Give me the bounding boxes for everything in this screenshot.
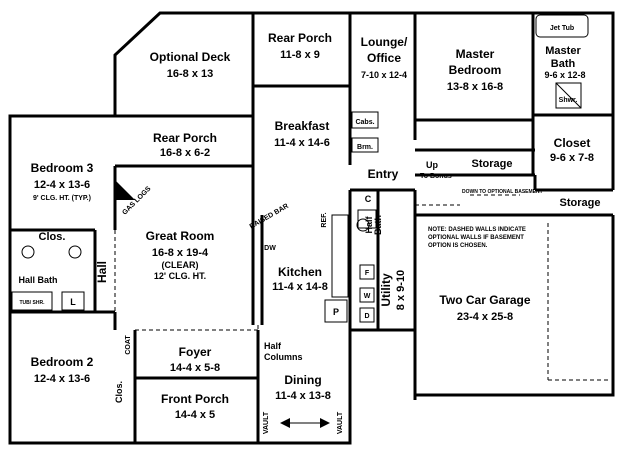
down-to-basement-label: DOWN TO OPTIONAL BASEMENT xyxy=(462,189,543,195)
master-bedroom-name-2: Bedroom xyxy=(449,63,502,77)
hall-bath-label: Hall Bath xyxy=(18,275,57,285)
clos-bed3-label: Clos. xyxy=(39,231,66,243)
dining-name: Dining xyxy=(284,373,321,387)
bedroom2-dims: 12-4 x 13-6 xyxy=(34,373,90,385)
up-label: Up xyxy=(426,160,438,170)
basement-note: NOTE: DASHED WALLS INDICATE OPTIONAL WAL… xyxy=(428,227,526,249)
master-bedroom-dims: 13-8 x 16-8 xyxy=(447,81,503,93)
dryer-label: D xyxy=(364,313,369,320)
hall-label: Hall xyxy=(95,261,109,283)
half-columns-label-1: Half xyxy=(264,341,282,351)
dw-label: DW xyxy=(264,245,276,252)
storage-right-label: Storage xyxy=(560,197,601,209)
utility-dims: 8 x 9-10 xyxy=(395,270,407,310)
half-columns-label-2: Columns xyxy=(264,352,303,362)
closet-name: Closet xyxy=(554,136,591,150)
breakfast-name: Breakfast xyxy=(275,119,330,133)
half-bath-label-2: Bath xyxy=(373,215,383,235)
half-bath-label-1: Half xyxy=(364,216,374,234)
great-room-note-2: 12' CLG. HT. xyxy=(154,271,206,281)
foyer-dims: 14-4 x 5-8 xyxy=(170,362,220,374)
clos-bed2-label: Clos. xyxy=(114,381,124,403)
vault-right-label: VAULT xyxy=(337,411,344,434)
vault-left-label: VAULT xyxy=(263,411,270,434)
bedroom3-name: Bedroom 3 xyxy=(31,161,94,175)
tub-shr-label: TUB/ SHR. xyxy=(20,300,46,306)
coat-label: COAT xyxy=(125,335,132,355)
kitchen-name: Kitchen xyxy=(278,265,322,279)
raised-bar-label: RAISED BAR xyxy=(249,203,290,231)
pantry-label: P xyxy=(333,307,339,317)
great-room-dims: 16-8 x 19-4 xyxy=(152,247,209,259)
master-bath-dims: 9-6 x 12-8 xyxy=(544,70,585,80)
front-porch-name: Front Porch xyxy=(161,392,229,406)
garage-dims: 23-4 x 25-8 xyxy=(457,311,513,323)
cabs-label: Cabs. xyxy=(355,119,374,126)
master-bath-name-1: Master xyxy=(545,45,581,57)
brm-label: Brm. xyxy=(357,144,373,151)
closet-dims: 9-6 x 7-8 xyxy=(550,152,594,164)
breakfast-dims: 11-4 x 14-6 xyxy=(274,137,330,149)
rear-porch-top-name: Rear Porch xyxy=(268,31,332,45)
bedroom3-note: 9' CLG. HT. (TYP.) xyxy=(33,195,91,202)
dining-dims: 11-4 x 13-8 xyxy=(275,390,331,402)
shower-label: Shwr. xyxy=(559,97,578,104)
optional-walls xyxy=(114,194,610,381)
freezer-label: F xyxy=(365,270,370,277)
optional-deck-dims: 16-8 x 13 xyxy=(167,68,213,80)
to-bonus-label: To Bonus xyxy=(420,173,452,180)
kitchen-dims: 11-4 x 14-8 xyxy=(272,281,328,293)
coat-c-label: C xyxy=(365,194,372,204)
rear-porch-left-name: Rear Porch xyxy=(153,131,217,145)
entry-name: Entry xyxy=(368,167,399,181)
master-bath-name-2: Bath xyxy=(551,58,576,70)
master-bedroom-name-1: Master xyxy=(456,47,495,61)
walls xyxy=(8,11,615,445)
bedroom3-dims: 12-4 x 13-6 xyxy=(34,179,90,191)
ref-label: REF. xyxy=(321,212,328,227)
washer-label: W xyxy=(364,293,371,300)
rear-porch-left-dims: 16-8 x 6-2 xyxy=(160,147,210,159)
gas-logs-label: GAS LOGS xyxy=(121,185,152,216)
foyer-name: Foyer xyxy=(179,345,212,359)
jet-tub-label: Jet Tub xyxy=(550,25,574,32)
rear-porch-top-dims: 11-8 x 9 xyxy=(280,49,320,61)
garage-name: Two Car Garage xyxy=(439,293,530,307)
utility-name: Utility xyxy=(379,273,393,307)
front-porch-dims: 14-4 x 5 xyxy=(175,409,215,421)
great-room-name: Great Room xyxy=(146,229,215,243)
bedroom2-name: Bedroom 2 xyxy=(31,355,94,369)
optional-deck-name: Optional Deck xyxy=(150,50,231,64)
great-room-note-1: (CLEAR) xyxy=(162,260,199,270)
linen-label: L xyxy=(70,297,76,307)
lounge-name-1: Lounge/ xyxy=(361,35,408,49)
lounge-name-2: Office xyxy=(367,51,401,65)
storage-mid-label: Storage xyxy=(472,158,513,170)
lounge-dims: 7-10 x 12-4 xyxy=(361,70,407,80)
